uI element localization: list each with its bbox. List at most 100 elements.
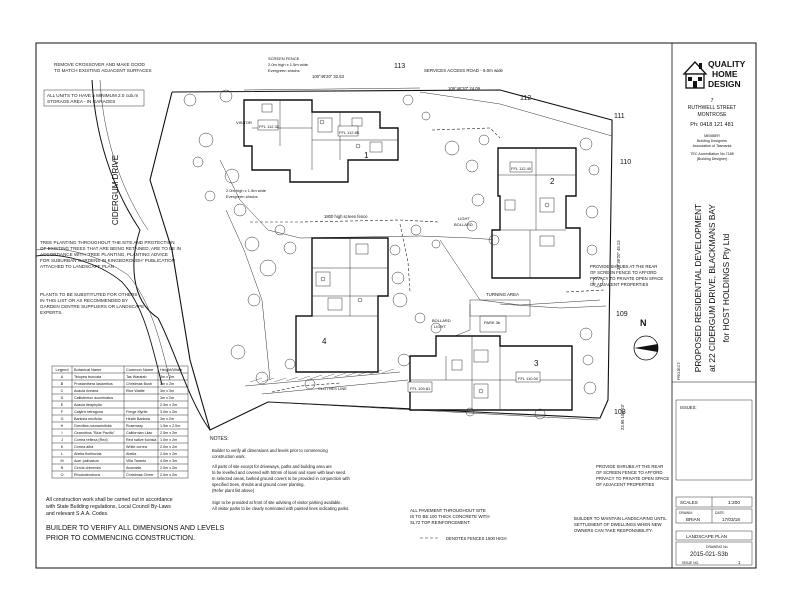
storage-note-2: STORAGE AREA - IN GARAGES xyxy=(47,99,115,104)
bearing-4: 23.95 100°23' xyxy=(620,404,625,430)
lot-109: 109 xyxy=(616,311,628,318)
table-cell: Red native fuchsia xyxy=(126,438,157,442)
scale-value: 1:200 xyxy=(728,500,740,506)
project-line-3: for HOST HOLDINGS Pty Ltd xyxy=(721,233,731,342)
sheet-name: LANDSCAPE PLAN xyxy=(686,534,727,539)
unit-2-building xyxy=(491,147,581,279)
member-2: Building Designers xyxy=(697,139,727,143)
construction-note-2: with State Building regulations, Local C… xyxy=(46,504,171,510)
table-cell: 3.0m x 2m xyxy=(160,410,177,414)
table-cell: 2.0m x 2m xyxy=(160,473,177,477)
scales-label: SCALES xyxy=(680,500,698,505)
verify-note-1: BUILDER TO VERIFY ALL DIMENSIONS AND LEV… xyxy=(46,523,224,532)
drawing-number: 2015-021-S3b xyxy=(690,552,729,558)
company-address-3: MONTROSE xyxy=(698,112,728,118)
bearing-1: 100°46'20" 32.53 xyxy=(312,74,345,79)
services-road-label: SERVICES ACCESS ROAD - 6.0m wide xyxy=(424,68,504,73)
unit-4-building xyxy=(295,237,389,373)
unit-3-ffl-b: FFL 110.00 xyxy=(518,376,539,381)
bearing-2: 109°46'20" 24.09 xyxy=(448,86,481,91)
table-cell: Grevillea rosmarinifolia xyxy=(74,424,112,428)
unit-1-building xyxy=(243,99,399,183)
tree-note-5: ATTACHED TO LANDSCAPE PLAN xyxy=(40,264,114,269)
table-cell: D xyxy=(61,396,64,400)
table-cell: Christmas Bush xyxy=(126,382,152,386)
maintain-note-2: SETTLEMENT OF DWELLINGS WHEN NEW xyxy=(574,522,662,527)
drawn-value: BRIAN xyxy=(686,517,700,522)
table-cell: Callistemon acuminatus xyxy=(74,396,113,400)
lot-111: 111 xyxy=(614,113,625,120)
tree-note-1: TREE PLANTING THROUGHOUT THE SITE AND PR… xyxy=(40,240,175,245)
member-3: Association of Tasmania xyxy=(693,144,732,148)
construction-note-3: and relevant S.A.A. Codes. xyxy=(46,511,109,517)
project-line-1: PROPOSED RESIDENTIAL DEVELOPMENT xyxy=(693,204,703,372)
table-cell: Prostanthera lasianthos xyxy=(74,382,113,386)
table-cell: Californian Lilac xyxy=(126,431,152,435)
unit-3-ffl-a: FFL 109.81 xyxy=(410,386,431,391)
table-header-cell: Common Name xyxy=(126,367,153,372)
project-label: PROJECT: xyxy=(677,362,681,380)
project-line-2: at 22 CIDERGUM DRIVE, BLACKMANS BAY xyxy=(707,204,717,372)
storage-note-box xyxy=(43,89,145,107)
table-cell: 3m x 2m xyxy=(160,396,174,400)
lot-113: 113 xyxy=(394,63,405,70)
unit-3-building xyxy=(407,335,573,411)
table-cell: G xyxy=(61,417,64,421)
company-address-2: RUTHWELL STREET xyxy=(688,105,736,111)
table-cell: Cercis chinensis xyxy=(74,466,101,470)
table-cell: Ceanothus "Blue Pacific" xyxy=(74,431,115,435)
accreditation-1: TEC Accreditation No.7188 xyxy=(690,152,733,156)
table-cell: Rosemary xyxy=(126,424,143,428)
note-2a: All parts of site except for driveways, … xyxy=(212,464,333,469)
table-cell: Abelia floribunda xyxy=(74,452,102,456)
title-block: QUALITY HOME DESIGN 7 RUTHWELL STREET MO… xyxy=(671,43,756,568)
table-cell: Banksia ericifolia xyxy=(74,417,103,421)
note-2d: specified trees, shrubs and ground cover… xyxy=(212,482,305,487)
table-cell: K xyxy=(61,445,64,449)
table-cell: J xyxy=(61,438,63,442)
company-name-1: QUALITY xyxy=(708,59,746,69)
issues-label: ISSUES: xyxy=(680,405,697,410)
drawing-border xyxy=(35,42,757,569)
table-cell: Correa reflexa (Red) xyxy=(74,438,108,442)
house-logo-icon xyxy=(682,61,708,89)
company-name-2: HOME xyxy=(712,69,738,79)
issue-number: 1 xyxy=(738,560,741,565)
table-cell: E xyxy=(61,403,64,407)
unit-4-number: 4 xyxy=(322,337,327,346)
table-cell: 1.5m x 2.0m xyxy=(160,424,180,428)
trees-shrubs xyxy=(183,89,604,420)
table-cell: H xyxy=(61,424,64,428)
table-cell: Villa Taranto xyxy=(126,459,146,463)
shrub-note-lower-4: OF ADJACENT PROPERTIES xyxy=(596,482,654,487)
table-cell: 3m x 2m xyxy=(160,375,174,379)
north-label: N xyxy=(640,318,647,328)
screen-fence-label-3: Evergreen shrubs xyxy=(268,68,300,73)
company-name-3: DESIGN xyxy=(708,79,741,89)
crossover-note-2: TO MATCH EXISTING ADJACENT SURFACES xyxy=(54,68,152,73)
table-cell: 3m x 3m xyxy=(160,389,174,393)
park-label: PARK 3b xyxy=(484,320,501,325)
note-2e: (Refer plant list above) xyxy=(212,488,255,493)
crossover-note-1: REMOVE CROSSOVER AND MAKE GOOD xyxy=(54,62,146,67)
unit-1-ffl-b: FFL 112.85 xyxy=(339,130,360,135)
table-cell: Calytrix tetragona xyxy=(74,410,104,414)
tree-note-3: ACCORDANCE WITH 'TREE PLANTING, PLANTING… xyxy=(40,252,168,257)
lot-112: 112 xyxy=(520,95,531,102)
shrub-note-upper-4: OF ADJACENT PROPERTIES xyxy=(590,282,648,287)
turning-area-label: TURNING AREA xyxy=(486,292,519,297)
lot-108: 108 xyxy=(614,409,626,416)
screen-fence-label-2: 2.0m high x 1.5m wide xyxy=(268,62,309,67)
table-cell: 2.0m x 2m xyxy=(160,445,177,449)
table-cell: 3m x 2m xyxy=(160,382,174,386)
tree-note-4: FOR SUBURBAN GARDENS IN KINGBOROUGH' PUB… xyxy=(40,258,175,263)
table-cell: A xyxy=(61,375,64,379)
lot-110: 110 xyxy=(620,159,631,166)
table-cell: Avondale xyxy=(126,466,141,470)
unit-1-ffl-a: FFL 112.32 xyxy=(259,124,280,129)
date-label: DATE: xyxy=(715,511,725,515)
storage-note-1: ALL UNITS TO HAVE A MINIMUM 2.0 cub.m xyxy=(47,93,138,98)
issue-number-label: ISSUE NO. xyxy=(682,561,699,565)
unit-2-ffl: FFL 112.40 xyxy=(511,166,532,171)
